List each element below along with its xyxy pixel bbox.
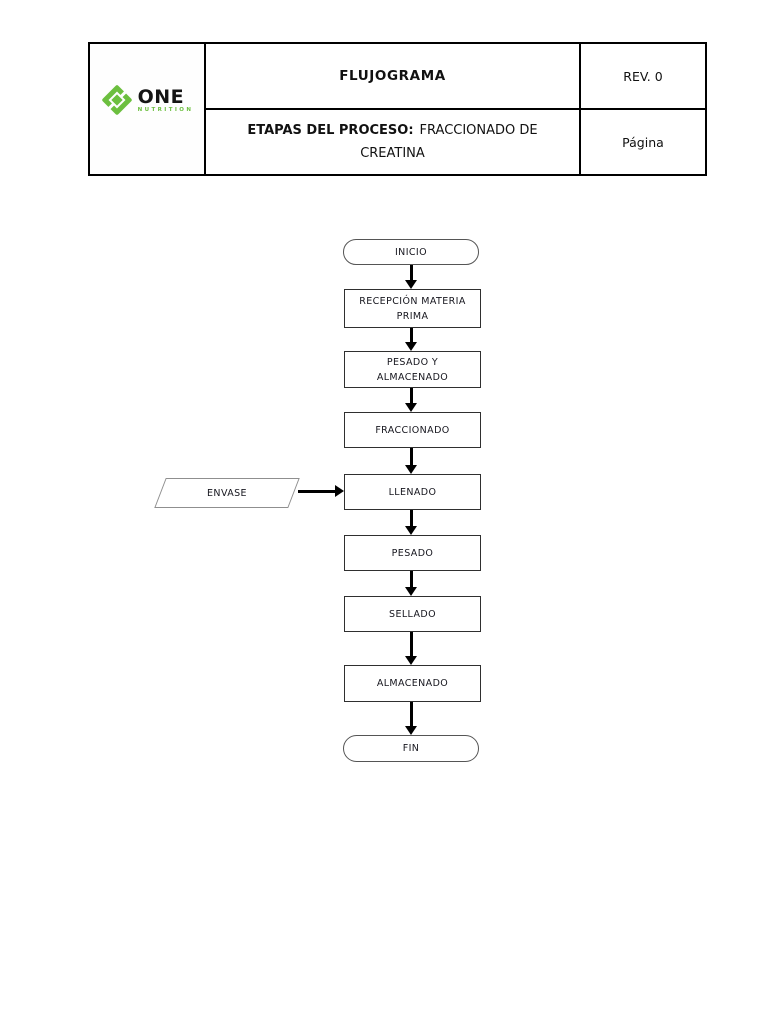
logo-wordmark: ONE NUTRITION [137,85,194,113]
flow-node-inicio: INICIO [343,239,479,265]
flow-node-pesado-y-almacenado: PESADO Y ALMACENADO [344,351,481,388]
process-stages-cell: ETAPAS DEL PROCESO: FRACCIONADO DE CREATI… [206,110,579,174]
page-label: Página [622,134,664,150]
flow-node-fraccionado: FRACCIONADO [344,412,481,448]
arrow-down-fraccionado-llenado [405,448,417,474]
flow-node-llenado: LLENADO [344,474,481,510]
flow-node-fin: FIN [343,735,479,762]
process-stages-text: ETAPAS DEL PROCESO: FRACCIONADO DE CREATI… [247,119,537,165]
arrow-down-llenado-pesado [405,510,417,535]
page-cell: Página [579,110,705,174]
arrow-right-envase-llenado [298,485,344,497]
logo-brand-text: ONE [137,85,185,108]
flow-node-sellado: SELLADO [344,596,481,632]
flow-node-pesado: PESADO [344,535,481,571]
logo-cell: ONE NUTRITION [90,44,206,174]
header-table: ONE NUTRITION FLUJOGRAMA REV. 0 ETAPAS D… [88,42,707,176]
flow-node-recepcion-materia-prima: RECEPCIÓN MATERIA PRIMA [344,289,481,328]
revision-text: REV. 0 [623,68,663,84]
document-title: FLUJOGRAMA [339,68,446,84]
arrow-down-recepcion-pesado [405,328,417,351]
flow-node-almacenado: ALMACENADO [344,665,481,702]
process-stages-label: ETAPAS DEL PROCESO: [247,123,414,138]
arrow-down-pesado-fraccionado [405,388,417,412]
process-stages-value-line2: CREATINA [360,146,425,161]
document-title-cell: FLUJOGRAMA [206,44,579,110]
arrow-down-almacenado-fin [405,702,417,735]
logo-subbrand-text: NUTRITION [137,106,194,113]
one-nutrition-logo: ONE NUTRITION [101,84,194,116]
arrow-down-inicio-recepcion [405,265,417,289]
arrow-down-pesado-sellado [405,571,417,596]
arrow-down-sellado-almacenado [405,632,417,665]
revision-cell: REV. 0 [579,44,705,110]
io-label-envase: ENVASE [207,487,247,499]
process-stages-value-line1: FRACCIONADO DE [419,123,538,138]
